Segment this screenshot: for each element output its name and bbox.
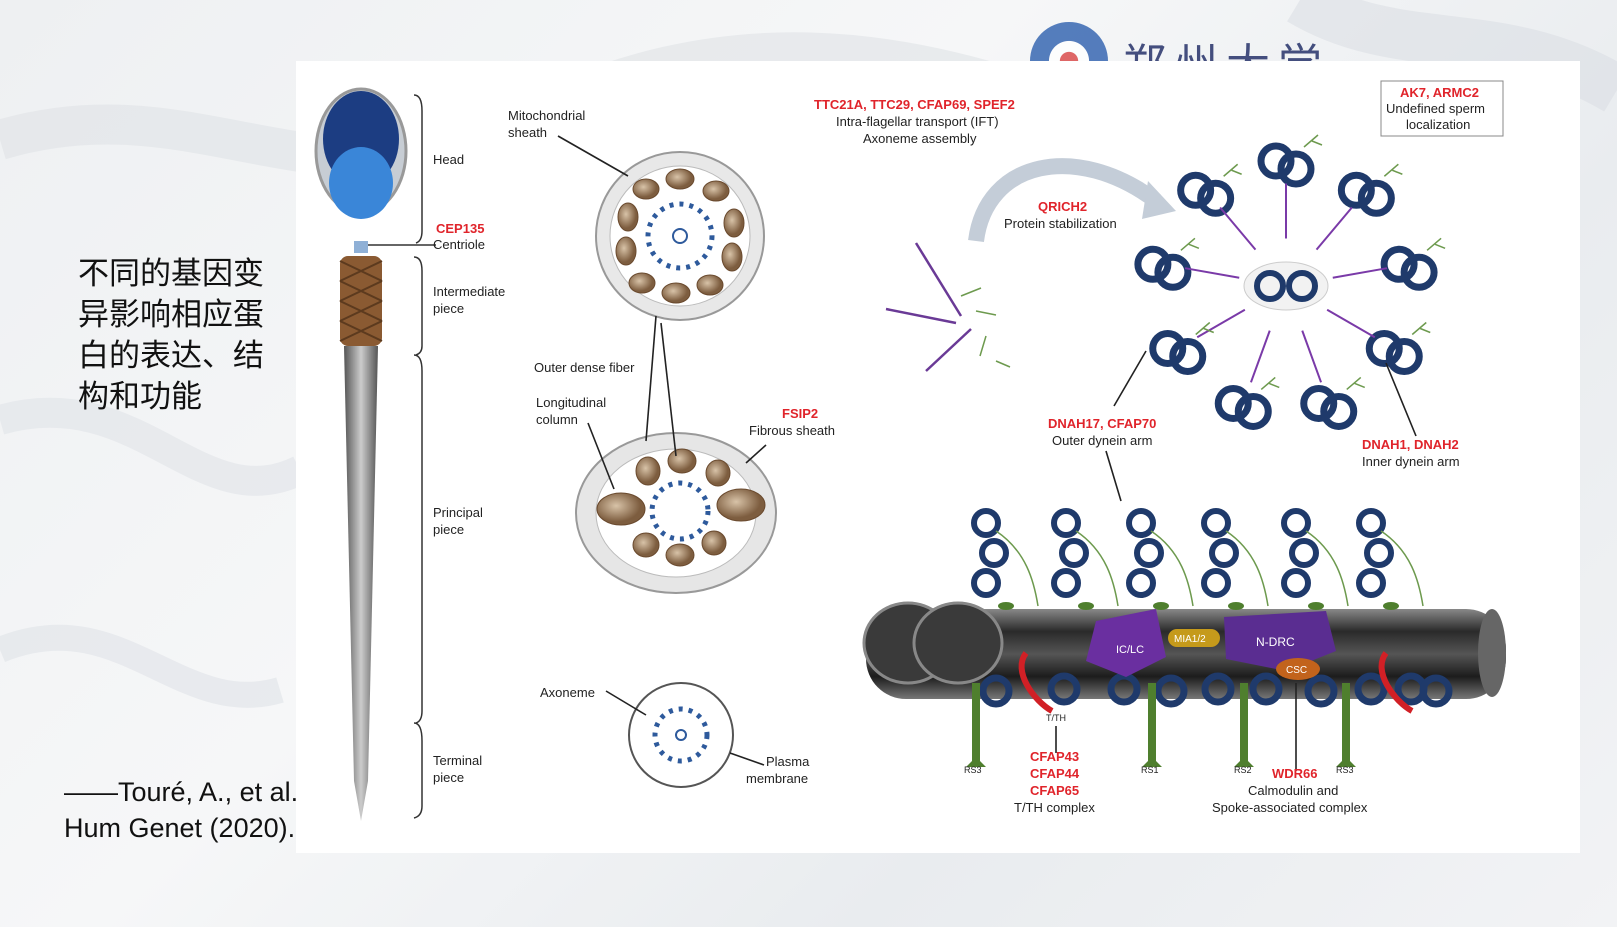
label-mia12: MIA1/2 (1174, 634, 1206, 645)
label-centriole: Centriole (433, 237, 485, 252)
label-ift-1: Intra-flagellar transport (IFT) (836, 114, 999, 129)
label-inner-dynein: Inner dynein arm (1362, 454, 1460, 469)
outer-dynein-arm (1051, 508, 1119, 610)
disassembled-fragments (885, 242, 972, 372)
label-ak7-1: Undefined sperm (1386, 101, 1485, 116)
gene-cfap44: CFAP44 (1030, 766, 1080, 781)
label-wdr66-1: Calmodulin and (1248, 783, 1338, 798)
sperm-flagellum-figure: Head CEP135 Centriole Intermediate piece… (314, 80, 1506, 821)
inner-dynein-arm (1154, 674, 1188, 708)
inner-dynein-arm (1304, 674, 1338, 708)
label-longitudinal-2: column (536, 412, 578, 427)
label-head: Head (433, 152, 464, 167)
fragment-spokes (960, 287, 1011, 368)
label-ndrc: N-DRC (1256, 635, 1295, 649)
outer-dynein-arm (1281, 508, 1349, 610)
dynein-arrows (1105, 350, 1417, 502)
label-csc: CSC (1286, 665, 1307, 676)
inner-dynein-arm (1249, 672, 1283, 706)
gene-ift: TTC21A, TTC29, CFAP69, SPEF2 (814, 97, 1015, 112)
outer-dynein-arm (1126, 508, 1194, 610)
complex-arrows (1055, 683, 1297, 771)
label-intermediate-2: piece (433, 301, 464, 316)
label-terminal-1: Terminal (433, 753, 482, 768)
doublet-pair (1257, 134, 1323, 239)
label-mito-sheath-1: Mitochondrial (508, 108, 585, 123)
inner-dynein-arm (1047, 672, 1081, 706)
label-plasma-1: Plasma (766, 754, 810, 769)
outer-dynein-arm (1356, 508, 1424, 610)
label-axoneme: Axoneme (540, 685, 595, 700)
inner-dynein-arm (1201, 672, 1235, 706)
label-intermediate-1: Intermediate (433, 284, 505, 299)
radial-spokes (966, 683, 1356, 767)
tth-complex (1018, 651, 1054, 714)
doublet-pair (1214, 330, 1280, 430)
inner-dynein-arm (1419, 674, 1453, 708)
gene-outer-dynein: DNAH17, CFAP70 (1048, 416, 1156, 431)
doublet-pair (1134, 237, 1240, 291)
figure-panel: Head CEP135 Centriole Intermediate piece… (296, 61, 1580, 853)
cross-section-terminal (628, 682, 734, 788)
label-outer-dense-fiber: Outer dense fiber (534, 360, 635, 375)
label-longitudinal-1: Longitudinal (536, 395, 606, 410)
gene-cfap65: CFAP65 (1030, 783, 1079, 798)
label-iclc: IC/LC (1116, 644, 1144, 656)
label-principal-2: piece (433, 522, 464, 537)
label-rs3b: RS3 (1336, 765, 1354, 775)
label-rs3a: RS3 (964, 765, 982, 775)
cross-section-principal (575, 432, 777, 594)
inner-dynein-arms-row (979, 672, 1453, 708)
gene-cfap43: CFAP43 (1030, 749, 1079, 764)
mia12-complex (1168, 629, 1220, 647)
region-brackets (368, 94, 436, 819)
central-pair (1243, 261, 1329, 311)
label-terminal-2: piece (433, 770, 464, 785)
label-outer-dynein: Outer dynein arm (1052, 433, 1152, 448)
ak7-box (1380, 80, 1504, 137)
assembly-arrowhead (1142, 181, 1176, 219)
sperm-cell-drawing (314, 87, 408, 821)
gene-qrich2: QRICH2 (1038, 199, 1087, 214)
label-rs1: RS1 (1141, 765, 1159, 775)
gene-wdr66: WDR66 (1272, 766, 1318, 781)
doublet-pair (1326, 308, 1431, 375)
tth-complex-2 (1378, 651, 1414, 714)
label-ift-2: Axoneme assembly (863, 131, 977, 146)
gene-ak7: AK7, ARMC2 (1400, 85, 1479, 100)
label-plasma-2: membrane (746, 771, 808, 786)
label-tth: T/TH (1046, 713, 1066, 723)
label-tth-complex: T/TH complex (1014, 800, 1095, 815)
doublet-pair (1177, 163, 1257, 251)
doublet-pair (1149, 308, 1246, 375)
label-ak7-2: localization (1406, 117, 1470, 132)
doublet-pair (1315, 163, 1403, 251)
ndrc-complex (1224, 611, 1336, 671)
label-mito-sheath-2: sheath (508, 125, 547, 140)
inner-dynein-arm (1354, 672, 1388, 706)
outer-dynein-arm (971, 508, 1039, 610)
label-fibrous-sheath: Fibrous sheath (749, 423, 835, 438)
gene-inner-dynein: DNAH1, DNAH2 (1362, 437, 1459, 452)
cross-section-arrows (557, 135, 767, 766)
axoneme-ring (1134, 134, 1446, 430)
label-principal-1: Principal (433, 505, 483, 520)
outer-dynein-arms-row (971, 508, 1424, 610)
doublet-pair (1300, 330, 1366, 430)
gene-cep135: CEP135 (436, 221, 484, 236)
gene-fsip2: FSIP2 (782, 406, 818, 421)
cross-section-intermediate (595, 151, 765, 321)
label-rs2: RS2 (1234, 765, 1252, 775)
outer-dynein-arm (1201, 508, 1269, 610)
slide-main-text: 不同的基因变异影响相应蛋白的表达、结构和功能 (78, 256, 264, 415)
assembly-arrow (968, 158, 1161, 243)
label-qrich2: Protein stabilization (1004, 216, 1117, 231)
label-wdr66-2: Spoke-associated complex (1212, 800, 1368, 815)
doublet-pair (1332, 237, 1446, 291)
csc-complex (1276, 658, 1320, 680)
iclc-complex (1086, 609, 1166, 677)
inner-dynein-arm (979, 674, 1013, 708)
slide-citation: ——Touré, A., et al. Hum Genet (2020). (64, 777, 299, 843)
